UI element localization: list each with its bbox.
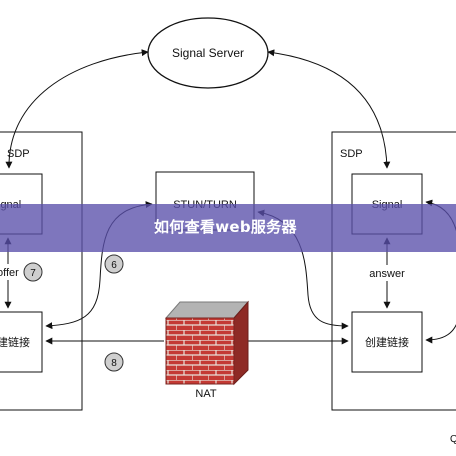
step-7-label: 7 bbox=[30, 268, 36, 279]
step-6-label: 6 bbox=[111, 260, 117, 271]
firewall-icon bbox=[164, 300, 250, 386]
left-offer-bg bbox=[0, 264, 20, 280]
step-7-badge bbox=[23, 262, 43, 282]
title-banner bbox=[0, 204, 456, 252]
step-8-badge bbox=[104, 352, 124, 372]
right-answer-bg bbox=[364, 265, 410, 281]
step-6-badge bbox=[104, 254, 124, 274]
arrow-server-right-signal bbox=[267, 49, 391, 169]
banner-title: 如何查看web服务器 bbox=[154, 218, 297, 236]
right-sdp-label: SDP bbox=[340, 148, 363, 160]
step-8-label: 8 bbox=[111, 358, 117, 369]
right-answer-label: answer bbox=[369, 268, 405, 280]
signal-server-label: Signal Server bbox=[172, 46, 244, 60]
corner-text: Q bbox=[450, 434, 456, 445]
left-create-link-label: 建链接 bbox=[0, 335, 30, 349]
left-create-link-box bbox=[0, 311, 43, 373]
arrow-right-outer-bottom bbox=[425, 324, 456, 344]
right-create-link-label: 创建链接 bbox=[365, 335, 409, 349]
left-offer-label: offer bbox=[0, 267, 19, 279]
arrow-server-left-signal bbox=[5, 49, 149, 169]
right-create-link-box bbox=[351, 311, 423, 373]
nat-label: NAT bbox=[195, 388, 216, 400]
